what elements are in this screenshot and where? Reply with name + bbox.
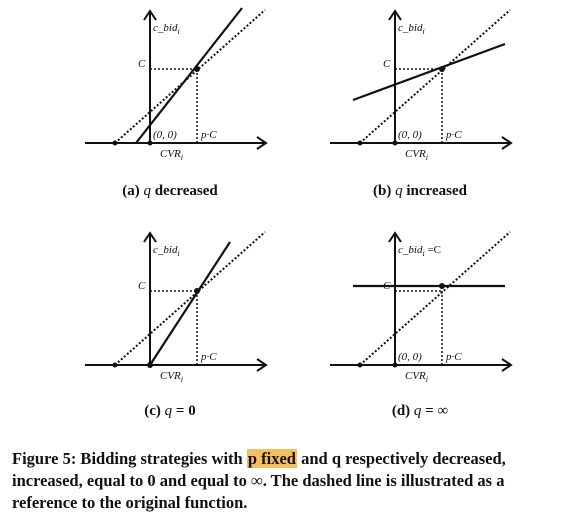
reference-start-point [112,362,118,368]
intersection-point [439,283,445,289]
y-axis-arrow-icon [143,231,157,243]
origin-point [147,140,153,146]
origin-point [392,140,398,146]
origin-label: (0, 0) [153,129,177,141]
reference-dashed-line [114,231,266,366]
y-axis-label: c_bidi =C [398,244,441,259]
figure-caption: Figure 5: Bidding strategies with p fixe… [12,448,568,514]
origin-point [147,362,153,368]
strategy-line [135,7,243,144]
sub-caption-a: (a) q decreased [122,183,218,199]
caption-suffix: and q respectively decreased, increased,… [12,449,506,512]
strategy-line [149,241,231,366]
reference-dashed-line [359,9,511,144]
diagram-c [85,231,268,372]
caption-prefix: Figure 5: Bidding strategies with [12,449,247,468]
x-axis-arrow-icon [501,136,513,150]
pc-label: p·C [201,351,217,363]
x-axis-label: CVRi [405,370,429,385]
c-level-label: C [138,58,146,70]
y-axis-label: c_bidi [398,22,425,37]
caption-highlight: p fixed [246,449,297,468]
x-axis-label: CVRi [405,148,429,163]
y-axis-arrow-icon [388,9,402,21]
c-level-label: C [383,280,391,292]
reference-dashed-line [359,231,511,366]
sub-caption-c: (c) q = 0 [144,403,196,419]
pc-label: p·C [446,351,462,363]
origin-label: (0, 0) [398,351,422,363]
y-axis-label: c_bidi [153,22,180,37]
reference-start-point [112,140,118,146]
origin-point [392,362,398,368]
intersection-point [194,66,200,72]
c-level-label: C [138,280,146,292]
sub-caption-d: (d) q = ∞ [391,403,449,419]
sub-caption-b: (b) q increased [373,183,467,199]
c-level-label: C [383,58,391,70]
reference-start-point [357,140,363,146]
reference-start-point [357,362,363,368]
x-axis-arrow-icon [256,358,268,372]
diagram-a [85,7,268,150]
y-axis-arrow-icon [143,9,157,21]
panel-d: c_bidi =C C (0, 0) p·C CVRi [315,222,555,402]
pc-label: p·C [446,129,462,141]
strategy-line [352,42,506,102]
x-axis-label: CVRi [160,370,184,385]
x-axis-arrow-icon [501,358,513,372]
y-axis-label: c_bidi [153,244,180,259]
intersection-point [194,288,200,294]
origin-label: (0, 0) [398,129,422,141]
x-axis-arrow-icon [256,136,268,150]
y-axis-arrow-icon [388,231,402,243]
reference-dashed-line [114,9,266,144]
pc-label: p·C [201,129,217,141]
x-axis-label: CVRi [160,148,184,163]
diagram-b [330,9,513,150]
diagram-d [330,231,513,372]
intersection-point [439,66,445,72]
